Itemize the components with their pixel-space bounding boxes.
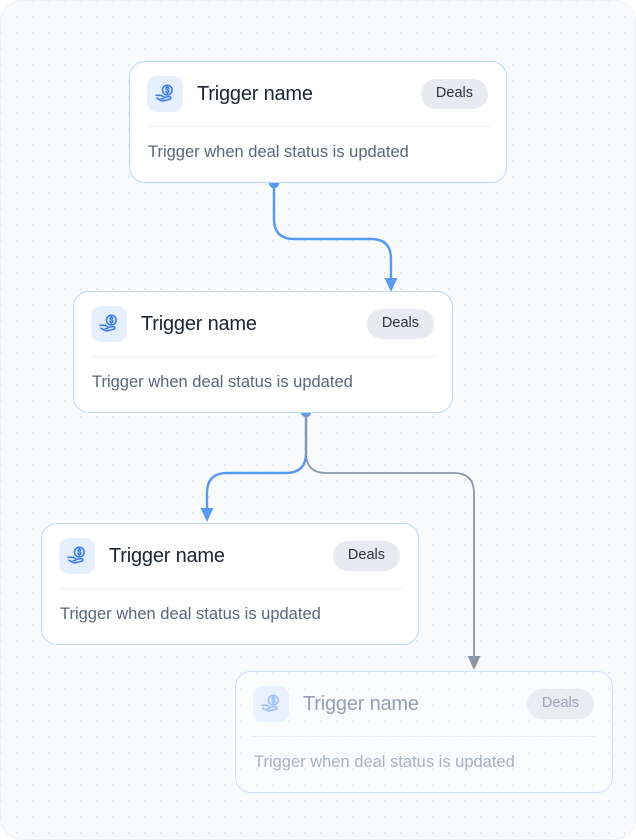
node-badge[interactable]: Deals	[332, 541, 400, 571]
node-title: Trigger name	[141, 312, 257, 335]
hand-coin-icon	[253, 686, 289, 722]
hand-coin-icon	[59, 538, 95, 574]
hand-coin-icon	[91, 306, 127, 342]
node-description: Trigger when deal status is updated	[92, 373, 353, 391]
node-divider	[146, 126, 490, 127]
workflow-node-3[interactable]: Trigger name Deals Trigger when deal sta…	[41, 523, 419, 645]
node-header: Trigger name Deals	[130, 62, 506, 126]
connector-node2-node3	[200, 406, 312, 522]
node-badge[interactable]: Deals	[526, 689, 594, 719]
node-description: Trigger when deal status is updated	[254, 753, 515, 771]
node-header: Trigger name Deals	[74, 292, 452, 356]
node-title: Trigger name	[109, 544, 225, 567]
workflow-node-1[interactable]: Trigger name Deals Trigger when deal sta…	[129, 61, 507, 183]
hand-coin-icon	[147, 76, 183, 112]
node-header: Trigger name Deals	[42, 524, 418, 588]
node-title: Trigger name	[197, 82, 313, 105]
connector-node1-node2	[268, 177, 398, 292]
node-badge[interactable]: Deals	[420, 79, 488, 109]
node-divider	[90, 356, 436, 357]
node-divider	[58, 588, 402, 589]
node-divider	[252, 736, 596, 737]
node-header: Trigger name Deals	[236, 672, 612, 736]
node-description: Trigger when deal status is updated	[60, 605, 321, 623]
node-description: Trigger when deal status is updated	[148, 143, 409, 161]
node-badge[interactable]: Deals	[366, 309, 434, 339]
workflow-node-2[interactable]: Trigger name Deals Trigger when deal sta…	[73, 291, 453, 413]
workflow-node-4[interactable]: Trigger name Deals Trigger when deal sta…	[235, 671, 613, 793]
node-title: Trigger name	[303, 692, 419, 715]
